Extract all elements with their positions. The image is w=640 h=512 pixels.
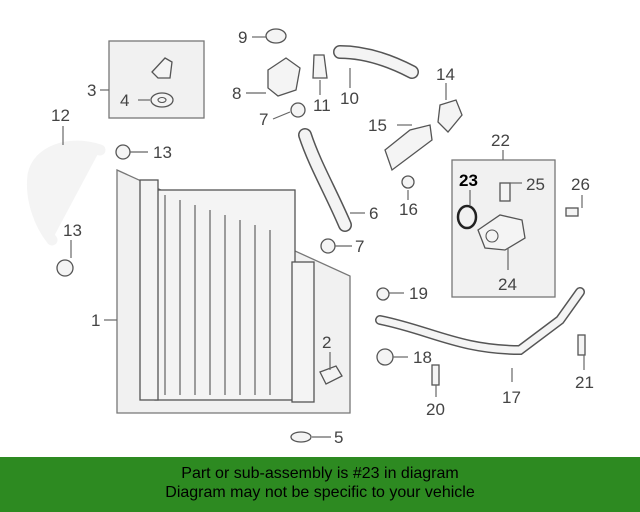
callout-17: 17: [502, 388, 521, 407]
bolt-part-20: [431, 364, 440, 386]
callout-7b: 7: [355, 237, 364, 256]
radiator-left-tank: [139, 179, 159, 401]
bolt-part-21: [577, 334, 586, 356]
callout-22: 22: [491, 131, 510, 150]
outlet-part-14: [437, 99, 463, 133]
callout-13b: 13: [63, 221, 82, 240]
callout-3: 3: [87, 81, 96, 100]
bracket-part: [151, 57, 173, 79]
radiator-right-tank: [291, 261, 315, 403]
clamp-part-11: [312, 54, 328, 79]
callout-15: 15: [368, 116, 387, 135]
bolt-part-26: [565, 207, 579, 217]
callout-8: 8: [232, 84, 241, 103]
info-banner: Part or sub-assembly is #23 in diagram D…: [0, 457, 640, 512]
banner-line-1: Part or sub-assembly is #23 in diagram: [181, 465, 459, 482]
callout-labels: 1 2 3 4 5 6 7 7 8 9 10 11 12 13 13 14 15…: [51, 28, 594, 447]
callout-19: 19: [409, 284, 428, 303]
exploded-parts-diagram: 1 2 3 4 5 6 7 7 8 9 10 11 12 13 13 14 15…: [26, 28, 594, 447]
callout-18: 18: [413, 348, 432, 367]
clamp-part-7b: [320, 238, 336, 254]
callout-9: 9: [238, 28, 247, 47]
callout-20: 20: [426, 400, 445, 419]
callout-21: 21: [575, 373, 594, 392]
callout-7a: 7: [259, 110, 268, 129]
callout-10: 10: [340, 89, 359, 108]
callout-4: 4: [120, 91, 129, 110]
callout-1: 1: [91, 311, 100, 330]
insulator-part: [150, 92, 174, 108]
callout-11: 11: [313, 96, 331, 115]
nut-part-16: [401, 175, 415, 189]
callout-16: 16: [399, 200, 418, 219]
callout-2: 2: [322, 333, 331, 352]
drain-plug-2: [319, 365, 343, 385]
filler-neck-8: [267, 57, 301, 97]
banner-line-2: Diagram may not be specific to your vehi…: [165, 484, 475, 501]
hoses: [26, 45, 585, 356]
clamp-part-7a: [290, 102, 306, 118]
clamp-part-13b: [56, 259, 74, 277]
leader-lines: [62, 36, 585, 438]
callout-23-highlighted: 23: [459, 171, 478, 190]
cushion-part-5: [290, 431, 312, 443]
gasket-part-18: [376, 348, 394, 366]
clamp-part-13a: [115, 144, 131, 160]
cap-part-9: [265, 28, 287, 44]
gasket-oring-part: [456, 204, 478, 230]
callout-26: 26: [571, 175, 590, 194]
callout-6: 6: [369, 204, 378, 223]
callout-25: 25: [526, 175, 545, 194]
thermostat-housing-group: [451, 159, 556, 298]
bracket-group: [108, 40, 205, 119]
callout-12: 12: [51, 106, 70, 125]
inlet-fitting-15: [384, 124, 433, 172]
callout-13a: 13: [153, 143, 172, 162]
nut-part-19: [376, 287, 390, 301]
callout-24: 24: [498, 275, 517, 294]
callout-5: 5: [334, 428, 343, 447]
small-parts: [56, 28, 586, 443]
radiator-assembly: [116, 168, 351, 414]
callout-14: 14: [436, 65, 455, 84]
sensor-part: [499, 182, 511, 202]
